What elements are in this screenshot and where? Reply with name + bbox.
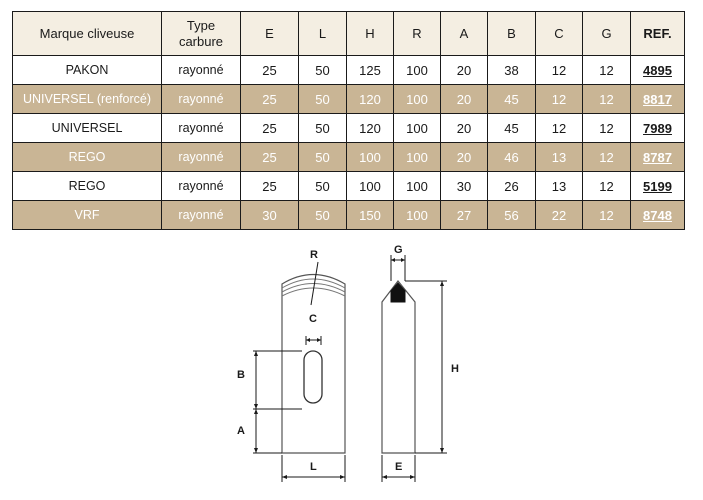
dimension-H — [405, 280, 447, 454]
cell-E: 25 — [240, 113, 299, 143]
blade-side-view — [381, 280, 416, 454]
cell-C: 13 — [535, 142, 583, 172]
cell-C: 12 — [535, 84, 583, 114]
cell-E: 30 — [240, 200, 299, 230]
cell-R: 100 — [393, 55, 441, 85]
cell-B: 46 — [487, 142, 536, 172]
dimension-L — [281, 455, 346, 482]
cell-A: 27 — [440, 200, 488, 230]
cell-ref[interactable]: 8787 — [630, 142, 685, 172]
cell-H: 125 — [346, 55, 394, 85]
cell-G: 12 — [582, 171, 631, 201]
cell-brand: PAKON — [12, 55, 162, 85]
label-H: H — [451, 363, 459, 375]
table-row: VRF rayonné 30 50 150 100 27 56 22 12 87… — [12, 200, 685, 230]
header-ref: REF. — [630, 11, 685, 56]
carbide-tip-shape — [390, 282, 406, 303]
cell-A: 20 — [440, 113, 488, 143]
cell-carbure: rayonné — [161, 142, 241, 172]
cell-L: 50 — [298, 200, 347, 230]
ref-link[interactable]: 8787 — [643, 149, 672, 165]
specification-table: Marque cliveuse Type carbure E L H R A B… — [12, 11, 685, 230]
cell-carbure: rayonné — [161, 171, 241, 201]
cell-L: 50 — [298, 142, 347, 172]
dimension-arrowheads — [254, 258, 444, 479]
cell-H: 100 — [346, 142, 394, 172]
cell-brand: REGO — [12, 142, 162, 172]
header-brand: Marque cliveuse — [12, 11, 162, 56]
cell-R: 100 — [393, 113, 441, 143]
cell-B: 56 — [487, 200, 536, 230]
cell-ref[interactable]: 8748 — [630, 200, 685, 230]
table-row: REGO rayonné 25 50 100 100 20 46 13 12 8… — [12, 142, 685, 172]
header-A: A — [440, 11, 488, 56]
ref-link[interactable]: 7989 — [643, 120, 672, 136]
cell-C: 22 — [535, 200, 583, 230]
header-type-line1: Type — [186, 17, 216, 33]
cell-A: 20 — [440, 142, 488, 172]
dimension-G — [390, 255, 406, 281]
cell-carbure: rayonné — [161, 200, 241, 230]
label-R: R — [310, 249, 318, 261]
cell-brand: REGO — [12, 171, 162, 201]
table-header-row: Marque cliveuse Type carbure E L H R A B… — [12, 11, 685, 56]
radius-leader-line — [310, 261, 319, 306]
header-type-line2: carbure — [178, 33, 224, 49]
label-G: G — [394, 244, 403, 256]
cell-brand: UNIVERSEL (renforcé) — [12, 84, 162, 114]
table-row: REGO rayonné 25 50 100 100 30 26 13 12 5… — [12, 171, 685, 201]
label-E: E — [395, 461, 402, 473]
ref-link[interactable]: 8817 — [643, 91, 672, 107]
label-A: A — [237, 425, 245, 437]
cell-A: 30 — [440, 171, 488, 201]
header-C: C — [535, 11, 583, 56]
dimension-B — [253, 350, 302, 410]
cell-B: 45 — [487, 84, 536, 114]
cell-C: 12 — [535, 113, 583, 143]
table-row: PAKON rayonné 25 50 125 100 20 38 12 12 … — [12, 55, 685, 85]
cell-G: 12 — [582, 113, 631, 143]
header-R: R — [393, 11, 441, 56]
cell-G: 12 — [582, 55, 631, 85]
dimension-E — [381, 455, 416, 482]
ref-link[interactable]: 5199 — [643, 178, 672, 194]
header-E: E — [240, 11, 299, 56]
cell-carbure: rayonné — [161, 84, 241, 114]
cell-G: 12 — [582, 142, 631, 172]
ref-link[interactable]: 4895 — [643, 62, 672, 78]
cell-G: 12 — [582, 200, 631, 230]
cell-brand: VRF — [12, 200, 162, 230]
ref-link[interactable]: 8748 — [643, 207, 672, 223]
header-L: L — [298, 11, 347, 56]
cell-R: 100 — [393, 200, 441, 230]
blade-front-view — [281, 274, 346, 454]
dimension-A — [253, 409, 282, 454]
cell-C: 13 — [535, 171, 583, 201]
header-B: B — [487, 11, 536, 56]
label-L: L — [310, 461, 317, 473]
label-C: C — [309, 313, 317, 325]
cell-ref[interactable]: 4895 — [630, 55, 685, 85]
cell-carbure: rayonné — [161, 113, 241, 143]
cell-carbure: rayonné — [161, 55, 241, 85]
label-B: B — [237, 369, 245, 381]
